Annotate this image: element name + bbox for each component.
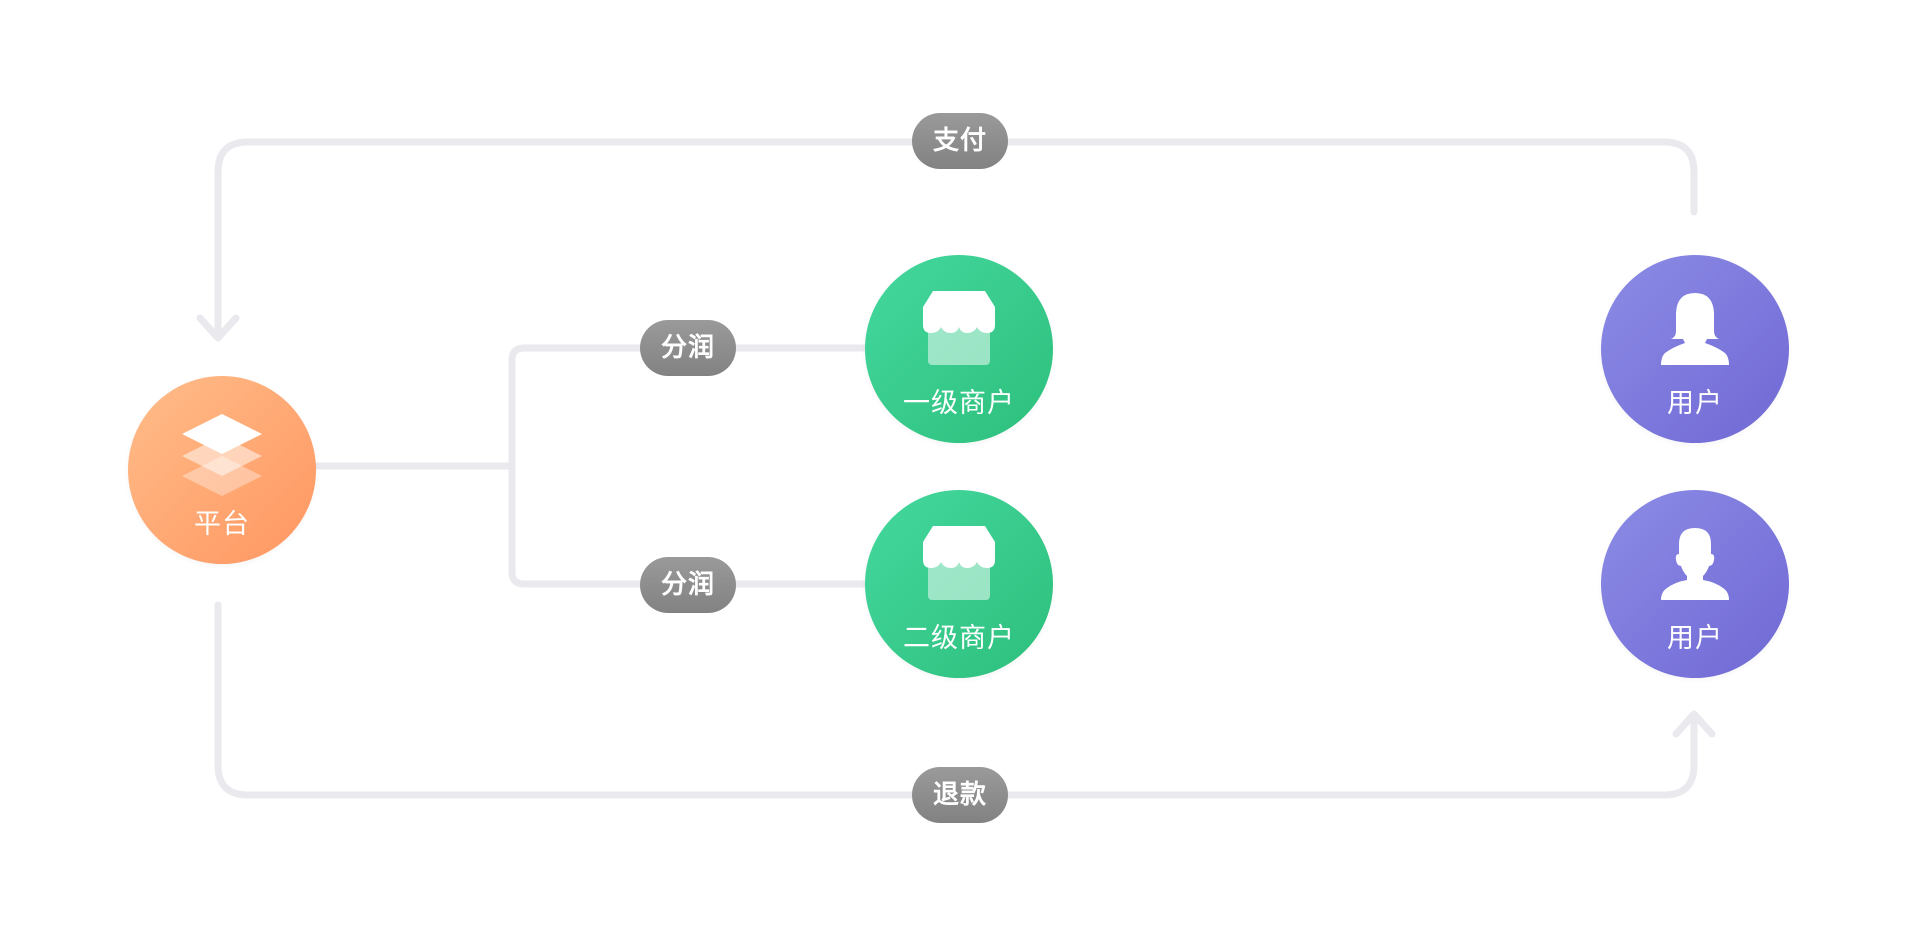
pay-edge-label: 支付 [912, 113, 1008, 169]
split-edge-label-bottom: 分润 [640, 557, 736, 613]
merchant-level2-node[interactable]: 二级商户 [865, 490, 1053, 678]
user-node-female[interactable]: 用户 [1601, 255, 1789, 443]
user-node-male[interactable]: 用户 [1601, 490, 1789, 678]
split-edge-label-top: 分润 [640, 320, 736, 376]
user-male-icon [1661, 528, 1729, 600]
merchant-level2-label: 二级商户 [903, 623, 1015, 654]
merchant-level1-node[interactable]: 一级商户 [865, 255, 1053, 443]
user-male-label: 用户 [1667, 623, 1723, 654]
platform-node[interactable]: 平台 [128, 376, 316, 564]
user-female-label: 用户 [1667, 388, 1723, 419]
split-branch-line [508, 344, 869, 588]
storefront-icon [923, 526, 995, 600]
refund-edge-label: 退款 [912, 767, 1008, 823]
refund-arrowhead [1672, 710, 1716, 738]
merchant-level1-label: 一级商户 [903, 388, 1015, 419]
user-female-icon [1661, 293, 1729, 365]
pay-arrowhead [196, 314, 240, 342]
storefront-icon [923, 291, 995, 365]
platform-label: 平台 [194, 509, 250, 540]
layers-icon [182, 414, 262, 496]
